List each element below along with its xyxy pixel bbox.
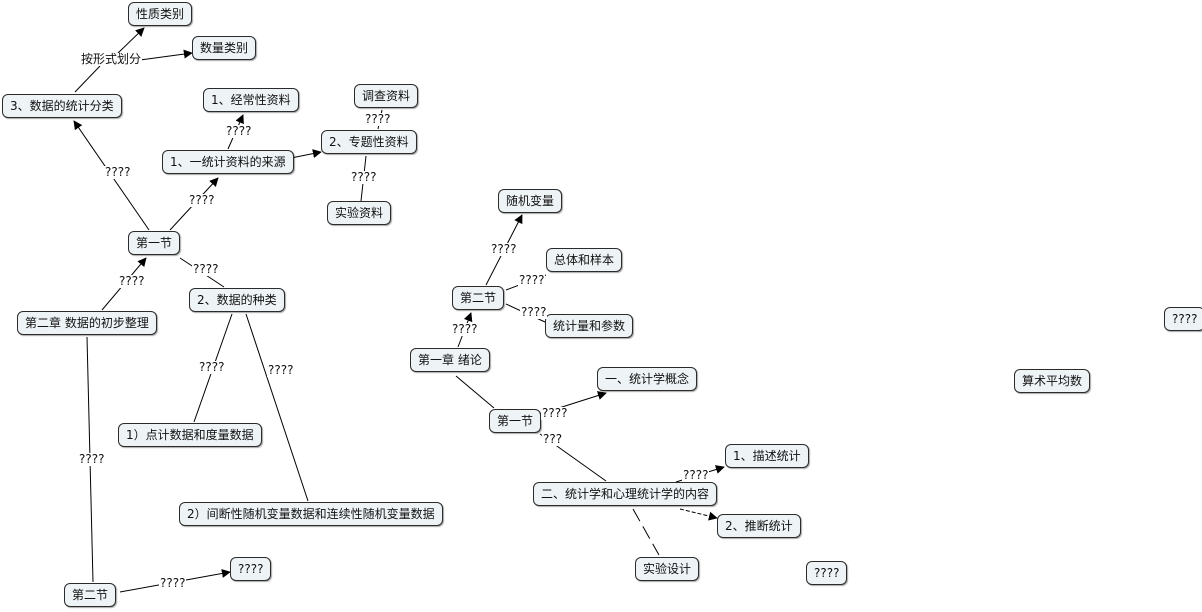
edge-label-q8: ???? — [198, 360, 226, 374]
edge-laiyuan-zhuanti — [290, 149, 322, 159]
edge-label-q17: ??? — [542, 432, 564, 446]
node-fenlei[interactable]: 3、数据的统计分类 — [2, 94, 122, 118]
edge-label-q16: ???? — [541, 406, 569, 420]
node-diyijie-mid[interactable]: 第一节 — [489, 409, 542, 433]
edge-label-q5: ???? — [188, 193, 216, 207]
edge-anxingshi-xingzhi — [117, 27, 145, 54]
edge-label-q15: ???? — [451, 322, 479, 336]
edge-neirong-shiyan — [632, 508, 660, 556]
node-suiji[interactable]: 随机变量 — [498, 189, 563, 213]
node-zhuanti[interactable]: 2、专题性资料 — [321, 130, 417, 154]
node-shiyan-ziliao[interactable]: 实验资料 — [327, 201, 392, 225]
edge-label-q3: ???? — [104, 165, 132, 179]
node-diyizhang[interactable]: 第一章 绪论 — [410, 348, 490, 372]
edge-anxingshi-shuliang — [139, 49, 193, 61]
node-shiyan-sheji[interactable]: 实验设计 — [635, 557, 700, 581]
edge-label-q12: ???? — [490, 242, 518, 256]
node-gainian[interactable]: 一、统计学概念 — [597, 367, 698, 391]
node-tuiduan[interactable]: 2、推断统计 — [717, 514, 801, 538]
node-q-right[interactable]: ???? — [1164, 307, 1202, 331]
edge-label-q10: ???? — [78, 452, 106, 466]
edge-label-q6: ???? — [192, 262, 220, 276]
edge-zhonglei-jianduan — [245, 313, 309, 502]
node-zhonglei[interactable]: 2、数据的种类 — [189, 288, 285, 312]
node-zongti[interactable]: 总体和样本 — [546, 248, 623, 272]
node-q-mid[interactable]: ???? — [806, 561, 848, 585]
node-jingchang[interactable]: 1、经常性资料 — [203, 88, 299, 112]
node-jianduan[interactable]: 2）间断性随机变量数据和连续性随机变量数据 — [179, 502, 443, 526]
edge-label-q13: ???? — [518, 273, 546, 287]
node-dianji[interactable]: 1）点计数据和度量数据 — [118, 423, 262, 447]
node-tongjiliang[interactable]: 统计量和参数 — [545, 314, 634, 338]
edge-label-q9: ???? — [267, 363, 295, 377]
edge-label-q18: ???? — [682, 468, 710, 482]
edge-label-q11: ???? — [159, 576, 187, 590]
edge-label-q7: ???? — [118, 274, 146, 288]
edge-label-q14: ???? — [520, 305, 548, 319]
node-dierzhang[interactable]: 第二章 数据的初步整理 — [17, 311, 157, 335]
edge-label-q4: ???? — [350, 170, 378, 184]
node-neirong[interactable]: 二、统计学和心理统计学的内容 — [533, 482, 718, 506]
node-dierjie-left[interactable]: 第二节 — [64, 583, 117, 607]
node-diaocha[interactable]: 调查资料 — [354, 84, 419, 108]
node-q-bottom[interactable]: ???? — [230, 557, 272, 581]
edge-label-q2: ???? — [364, 112, 392, 126]
node-diyijie-left[interactable]: 第一节 — [128, 231, 181, 255]
node-miaoshu[interactable]: 1、描述统计 — [725, 444, 809, 468]
node-laiyuan[interactable]: 1、一统计资料的来源 — [162, 150, 294, 174]
node-suanshu[interactable]: 算术平均数 — [1014, 369, 1091, 393]
node-dierjie-mid[interactable]: 第二节 — [452, 286, 505, 310]
edge-label-anxingshi: 按形式划分 — [80, 52, 143, 66]
edge-fenlei-anxingshi — [74, 65, 101, 93]
edge-label-q1: ???? — [225, 124, 253, 138]
edge-diyizhang-diyijie — [455, 375, 495, 409]
edge-neirong-tuiduan — [679, 508, 718, 521]
node-xingzhi[interactable]: 性质类别 — [128, 2, 193, 26]
node-shuliang[interactable]: 数量类别 — [192, 36, 257, 60]
